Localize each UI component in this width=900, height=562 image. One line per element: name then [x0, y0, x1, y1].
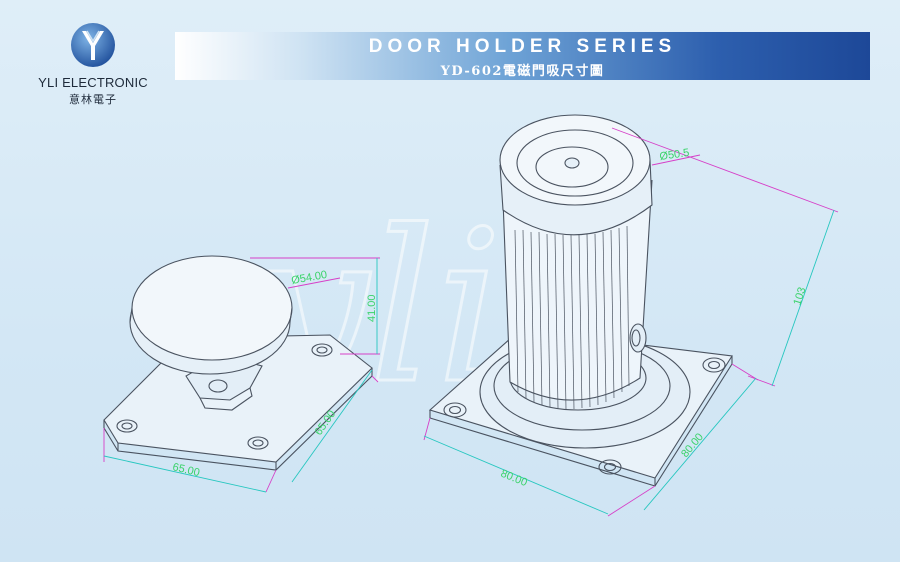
dim-left-height: 41.00: [366, 294, 378, 322]
brand-name-chinese: 意林電子: [69, 93, 117, 106]
yli-logo-icon: [71, 23, 115, 67]
right-cylinder-body: [502, 179, 653, 401]
brand-name: YLI ELECTRONIC: [38, 75, 148, 90]
dim-right-magnet-diameter: Ø50.5: [659, 147, 690, 163]
right-mounting-holes: [443, 357, 726, 475]
series-title: DOOR HOLDER SERIES: [368, 36, 677, 57]
right-dimension-lines: [423, 127, 839, 517]
dim-right-base-width: 80.00: [499, 468, 529, 489]
armature-plate-drawing: [103, 255, 373, 471]
left-round-plate-top: [131, 255, 293, 361]
dim-right-base-depth: 80.00: [679, 431, 706, 460]
dim-left-base-width: 65.00: [171, 461, 201, 479]
left-dimension-lines: [103, 257, 380, 493]
left-mounting-holes: [116, 343, 333, 450]
electromagnet-drawing: [428, 114, 733, 487]
title-banner: DOOR HOLDER SERIES YD-602電磁門吸尺寸圖: [175, 32, 870, 80]
company-logo: YLI ELECTRONIC 意林電子: [18, 22, 168, 107]
model-subtitle: YD-602電磁門吸尺寸圖: [440, 64, 605, 79]
dim-right-height: 103: [791, 286, 808, 307]
